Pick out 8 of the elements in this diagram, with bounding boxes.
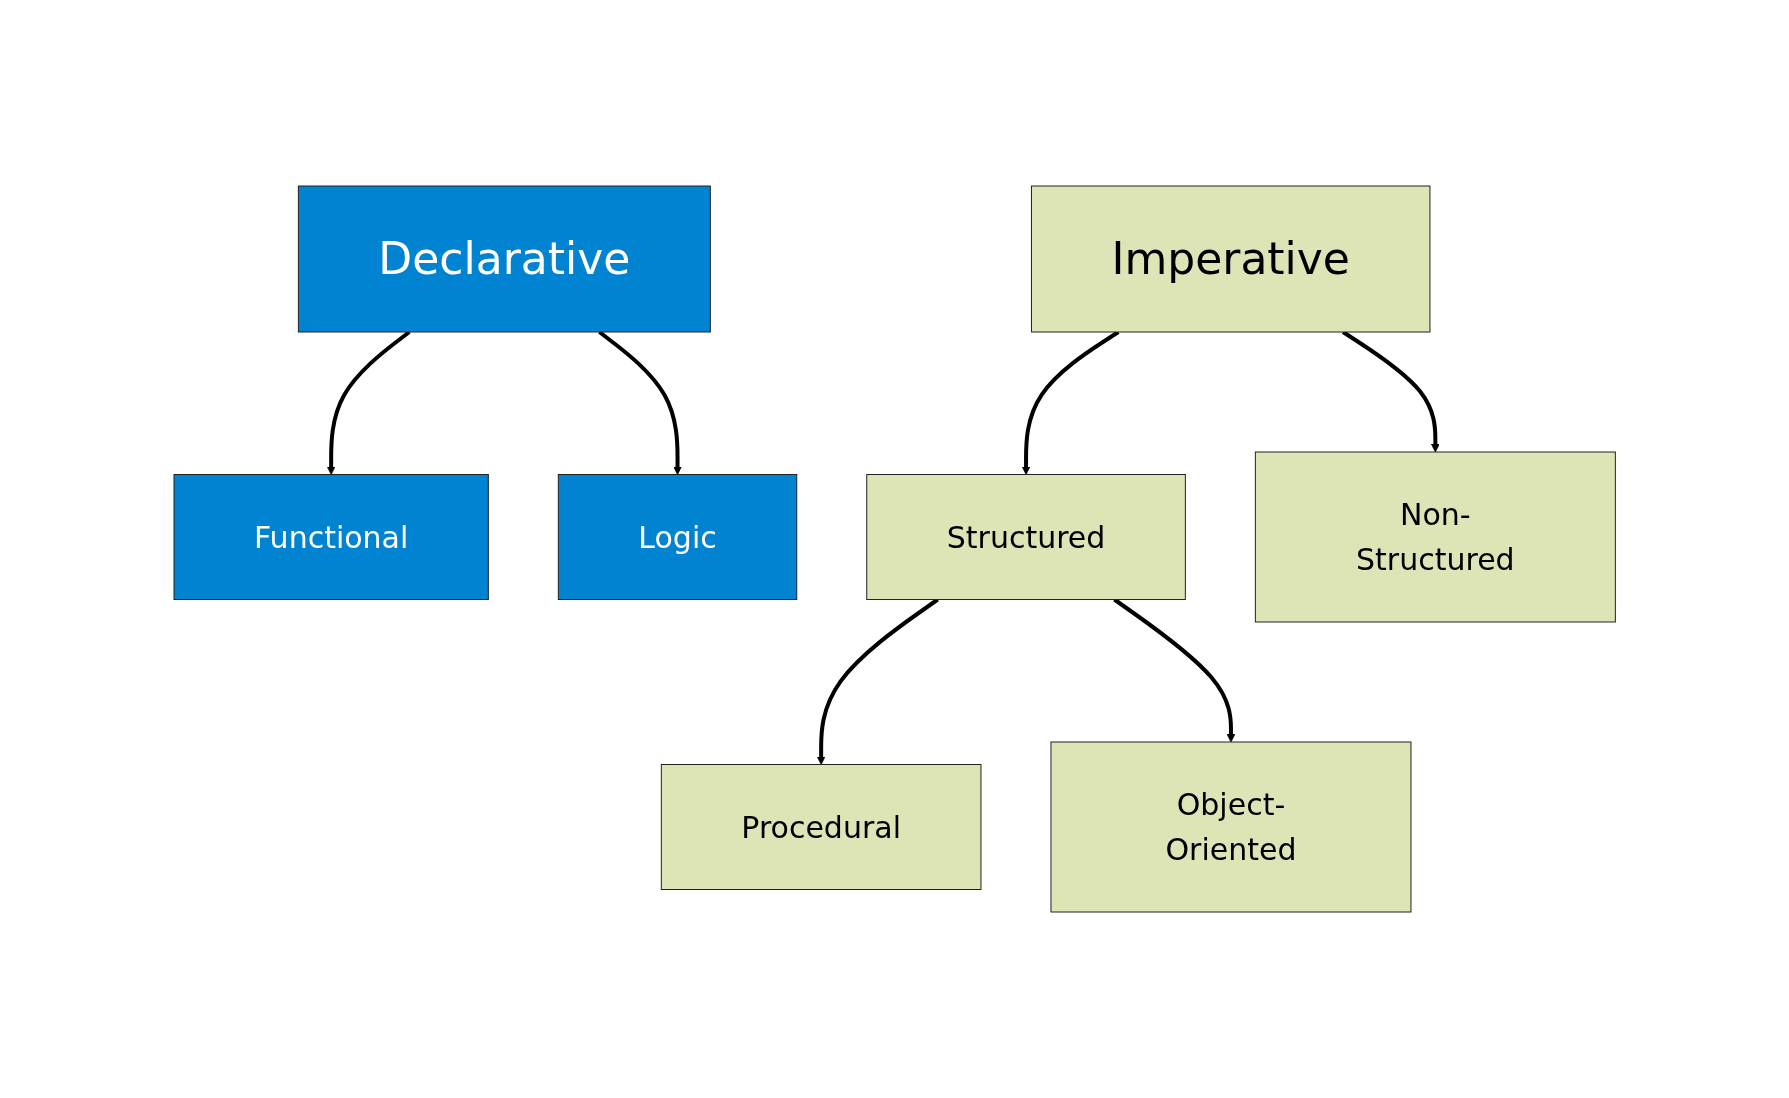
node-box: Functional xyxy=(173,474,489,600)
node-box: Procedural xyxy=(660,764,982,890)
node-box: Structured xyxy=(866,474,1186,600)
node-box: Object-Oriented xyxy=(1050,741,1412,913)
node-box: Imperative xyxy=(1030,185,1431,333)
node-box: Non-Structured xyxy=(1254,451,1616,623)
node-box: Declarative xyxy=(297,185,711,333)
node-box: Logic xyxy=(557,474,798,600)
